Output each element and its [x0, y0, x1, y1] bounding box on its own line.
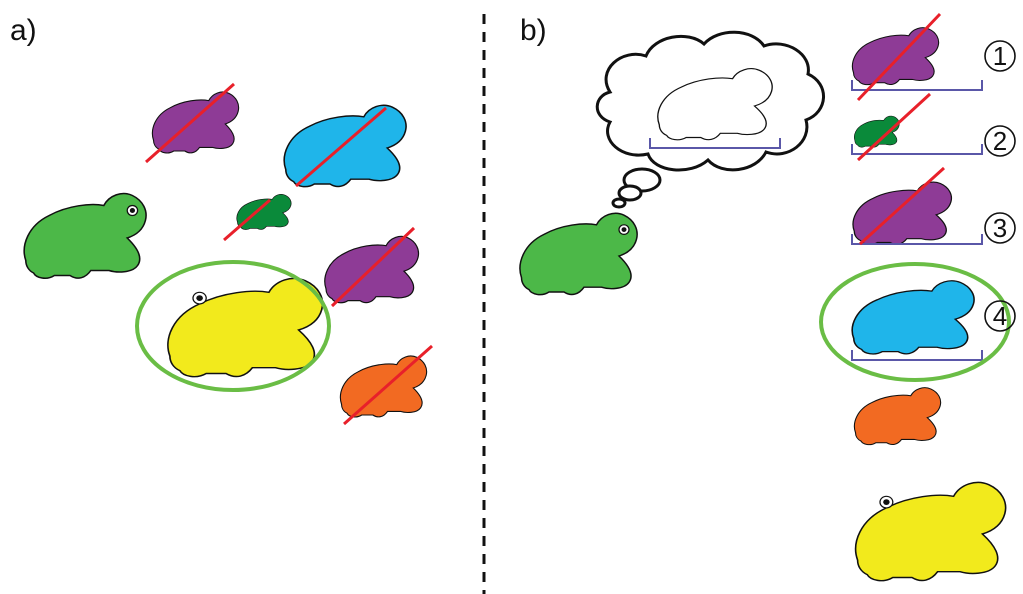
frog-icon	[339, 355, 428, 418]
red-strike-line	[295, 106, 387, 188]
size-bracket	[851, 80, 983, 91]
red-strike-line	[858, 166, 946, 246]
svg-text:3: 3	[993, 213, 1007, 243]
panel-b: 1 2 3 4	[519, 12, 1016, 582]
frog-icon	[519, 212, 638, 296]
panel-b-label: b)	[520, 14, 547, 47]
size-bracket	[649, 138, 781, 149]
frog-icon	[167, 277, 324, 378]
red-strike-line	[145, 82, 235, 164]
svg-text:1: 1	[993, 41, 1007, 71]
frog-icon	[851, 27, 940, 86]
size-bracket	[851, 350, 983, 361]
red-strike-line	[223, 198, 271, 242]
rank-number-1: 1	[984, 40, 1016, 72]
frog-icon	[854, 481, 1007, 582]
rank-number-4: 4	[984, 300, 1016, 332]
panel-a	[23, 82, 433, 426]
svg-text:4: 4	[993, 301, 1007, 331]
frog-icon	[23, 192, 147, 280]
size-bracket	[851, 234, 983, 245]
frog-icon	[853, 387, 942, 446]
size-bracket	[851, 144, 983, 155]
red-strike-line	[330, 226, 416, 308]
red-strike-line	[856, 12, 942, 102]
selection-ellipse	[819, 262, 1011, 382]
rank-number-2: 2	[984, 125, 1016, 157]
red-strike-line	[343, 344, 433, 426]
panel-a-label: a)	[10, 14, 37, 47]
frog-icon	[283, 104, 407, 188]
rank-number-3: 3	[984, 212, 1016, 244]
selection-ellipse	[135, 260, 331, 392]
frog-icon	[851, 280, 975, 355]
red-strike-line	[856, 92, 932, 162]
frog-icon	[236, 193, 292, 230]
svg-text:2: 2	[993, 126, 1007, 156]
